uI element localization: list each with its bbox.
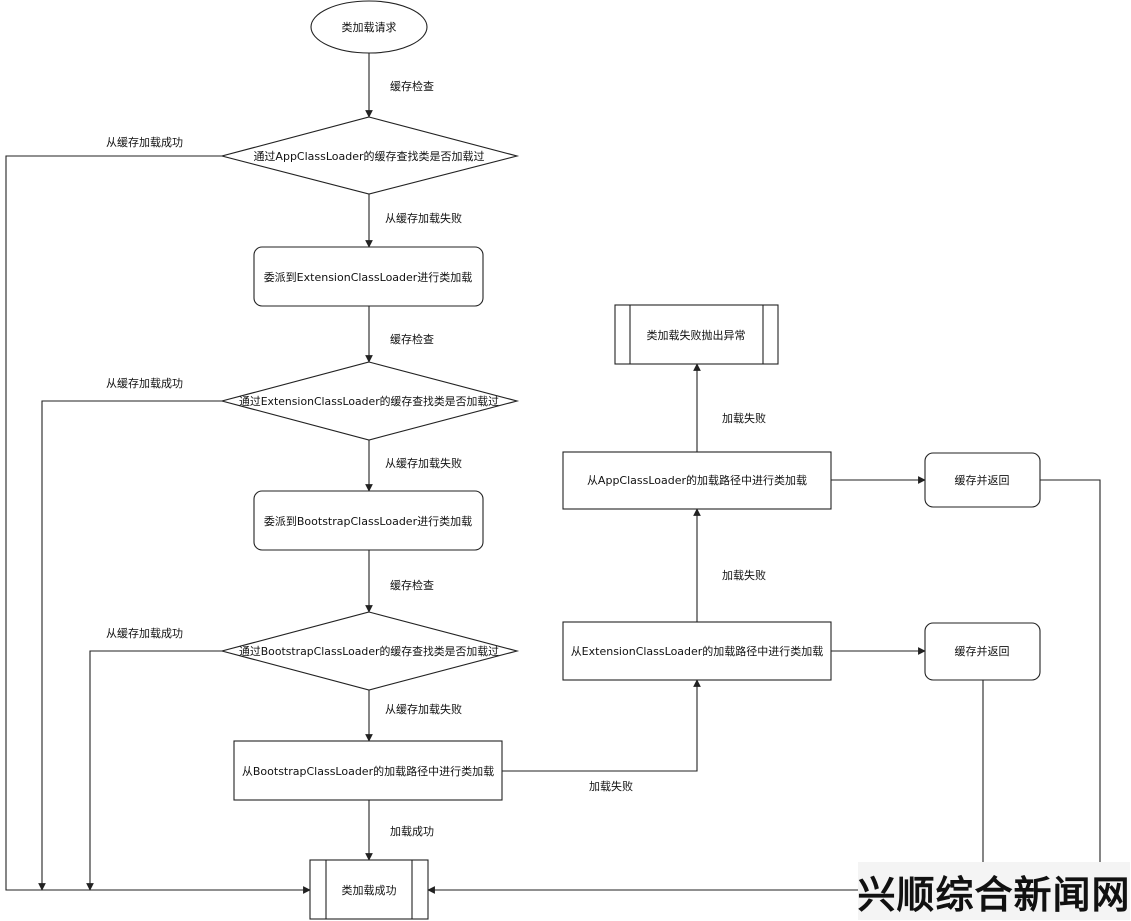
node-delegate-ext-label: 委派到ExtensionClassLoader进行类加载 [264,270,473,284]
label-load-success: 加载成功 [390,825,434,838]
label-cache-miss-3: 从缓存加载失败 [385,702,462,716]
node-check-boot: 通过BootstrapClassLoader的缓存查找类是否加载过 [219,611,520,691]
label-cache-hit-3: 从缓存加载成功 [106,626,183,640]
node-cache-return-1-label: 缓存并返回 [955,473,1010,487]
label-cache-hit-2: 从缓存加载成功 [106,376,183,390]
node-delegate-ext: 委派到ExtensionClassLoader进行类加载 [253,246,484,307]
node-success: 类加载成功 [309,859,429,920]
node-load-ext: 从ExtensionClassLoader的加载路径中进行类加载 [562,621,832,681]
node-load-boot-label: 从BootstrapClassLoader的加载路径中进行类加载 [242,764,494,778]
watermark: 兴顺综合新闻网 [858,862,1130,920]
label-cache-check-1: 缓存检查 [390,79,434,93]
edge-load-boot-fail [502,679,701,772]
edge-check-boot-cache-hit [86,650,222,891]
label-cache-check-2: 缓存检查 [390,332,434,346]
label-load-fail-boot: 加载失败 [589,779,633,793]
label-load-fail-app: 加载失败 [722,411,766,425]
node-load-app: 从AppClassLoader的加载路径中进行类加载 [562,451,832,510]
edge-check-ext-cache-hit [38,400,222,891]
node-start: 类加载请求 [310,0,428,54]
node-cache-return-1: 缓存并返回 [924,452,1041,508]
node-load-boot: 从BootstrapClassLoader的加载路径中进行类加载 [233,740,503,801]
edge-labels: 缓存检查 缓存检查 缓存检查 从缓存加载成功 从缓存加载成功 从缓存加载成功 从… [106,79,766,838]
label-load-fail-ext: 加载失败 [722,568,766,582]
node-load-ext-label: 从ExtensionClassLoader的加载路径中进行类加载 [571,644,824,658]
edge-cache-return-1-to-success [1040,479,1104,891]
label-cache-check-3: 缓存检查 [390,578,434,592]
node-check-ext: 通过ExtensionClassLoader的缓存查找类是否加载过 [219,361,520,441]
node-fail-throw: 类加载失败抛出异常 [614,304,779,365]
label-cache-miss-1: 从缓存加载失败 [385,211,462,225]
node-cache-return-2-label: 缓存并返回 [955,644,1010,658]
node-cache-return-2: 缓存并返回 [924,622,1041,681]
node-check-app-label: 通过AppClassLoader的缓存查找类是否加载过 [253,149,484,163]
node-delegate-boot-label: 委派到BootstrapClassLoader进行类加载 [264,514,472,528]
label-cache-hit-1: 从缓存加载成功 [106,135,183,149]
label-cache-miss-2: 从缓存加载失败 [385,456,462,470]
node-check-boot-label: 通过BootstrapClassLoader的缓存查找类是否加载过 [239,644,499,658]
node-load-app-label: 从AppClassLoader的加载路径中进行类加载 [587,473,807,487]
node-success-label: 类加载成功 [342,883,397,897]
edge-cache-return-2-to-success [427,680,984,894]
watermark-text: 兴顺综合新闻网 [857,872,1131,917]
node-check-app: 通过AppClassLoader的缓存查找类是否加载过 [219,116,520,195]
edge-check-app-cache-hit [5,155,311,894]
node-start-label: 类加载请求 [342,20,397,34]
node-delegate-boot: 委派到BootstrapClassLoader进行类加载 [253,490,484,551]
node-check-ext-label: 通过ExtensionClassLoader的缓存查找类是否加载过 [239,394,499,408]
node-fail-throw-label: 类加载失败抛出异常 [647,328,746,342]
